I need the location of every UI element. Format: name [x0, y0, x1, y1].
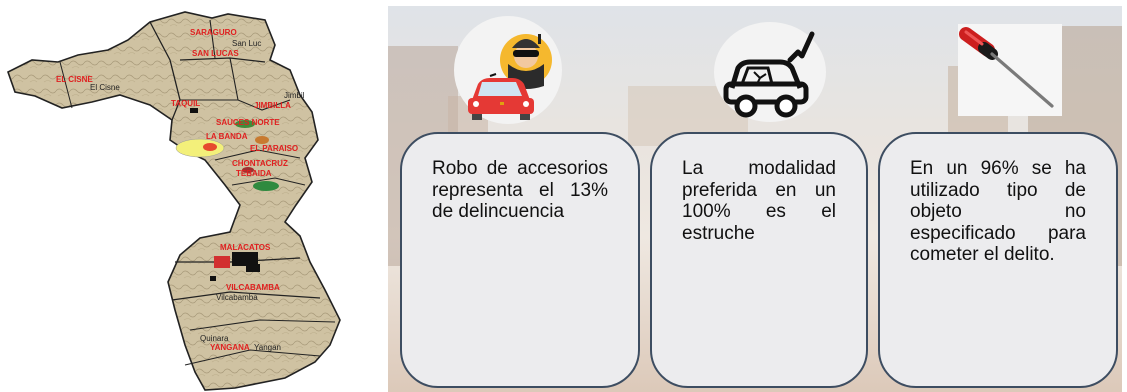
info-panel: Robo de accesorios representa el 13% de … [388, 6, 1122, 392]
label-chontacruz: CHONTACRUZ [232, 159, 288, 168]
card-text: En un 96% se ha utilizado tipo de objeto… [910, 158, 1086, 265]
label-el-cisne-town: El Cisne [90, 83, 120, 92]
label-saraguro: SARAGURO [190, 28, 237, 37]
label-tebaida: TEBAIDA [236, 169, 272, 178]
label-vilcabamba-town: Vilcabamba [216, 293, 258, 302]
label-san-lucas-town: San Luc [232, 39, 261, 48]
label-jimbilla-town: Jimbil [284, 91, 305, 100]
broken-car-icon [714, 22, 826, 122]
label-san-lucas: SAN LUCAS [192, 49, 239, 58]
label-taquil: TAQUIL [171, 99, 200, 108]
info-card-object: En un 96% se ha utilizado tipo de objeto… [878, 132, 1118, 388]
info-card-modality: La modalidad preferida en un 100% es el … [650, 132, 868, 388]
thief-car-icon [454, 16, 562, 124]
card-text: Robo de accesorios representa el 13% de … [432, 158, 608, 222]
card-text: La modalidad preferida en un 100% es el … [682, 158, 836, 244]
label-la-banda: LA BANDA [206, 132, 248, 141]
label-el-paraiso: EL PARAISO [250, 144, 298, 153]
district-map: SARAGURO SAN LUCAS EL CISNE JIMBILLA TAQ… [0, 0, 380, 392]
label-quinara-town: Quinara [200, 334, 229, 343]
label-jimbilla: JIMBILLA [254, 101, 291, 110]
label-yangana: YANGANA [210, 343, 250, 352]
label-sauces-norte: SAUCES NORTE [216, 118, 280, 127]
map-outline [7, 11, 341, 391]
label-vilcabamba: VILCABAMBA [226, 283, 280, 292]
label-malacatos: MALACATOS [220, 243, 271, 252]
info-card-accessories: Robo de accesorios representa el 13% de … [400, 132, 640, 388]
screwdriver-icon [958, 24, 1062, 116]
label-yangana-town: Yangan [254, 343, 281, 352]
label-el-cisne: EL CISNE [56, 75, 93, 84]
